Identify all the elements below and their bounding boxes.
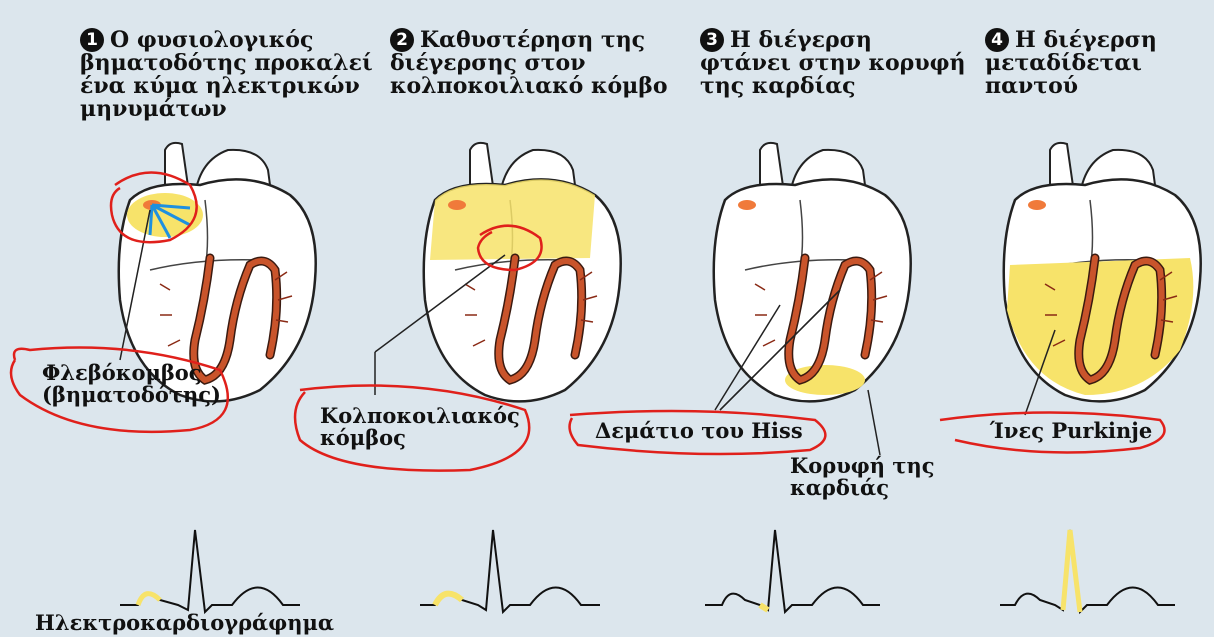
ecg-label: Ηλεκτροκαρδιογράφημα [35, 612, 275, 634]
sinus-node-label: Φλεβόκομβος (βηματοδότης) [42, 362, 217, 406]
step-3-number: 3 [700, 28, 724, 52]
av-node-label: Κολποκοιλιακός κόμβος [320, 405, 540, 449]
step-1-number: 1 [80, 28, 104, 52]
heart-stage-2 [424, 143, 621, 402]
ecg-traces [120, 530, 1175, 612]
heart-stage-3 [714, 143, 911, 402]
step-4-number: 4 [985, 28, 1009, 52]
purkinje-label: Ίνες Purkinje [990, 420, 1160, 442]
step-2-number: 2 [390, 28, 414, 52]
heart-stage-4 [1004, 143, 1201, 402]
apex-label: Κορυφή της καρδιάς [790, 455, 960, 499]
his-bundle-label: Δεμάτιο του Hiss [595, 420, 835, 442]
